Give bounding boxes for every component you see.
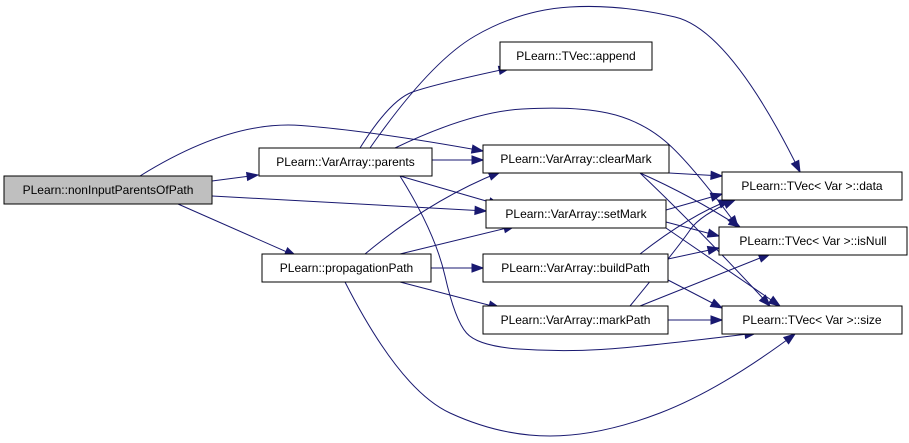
arrowhead-icon <box>758 294 771 308</box>
node-label: PLearn::VarArray::setMark <box>505 207 647 221</box>
node-box[interactable] <box>3 175 213 205</box>
edge-line <box>399 225 516 255</box>
edge-propagationPath-to-size <box>344 281 797 437</box>
edge-line <box>639 172 741 228</box>
node-label: PLearn::VarArray::clearMark <box>500 152 652 166</box>
edge-line <box>665 227 781 307</box>
arrowhead-icon <box>470 144 485 154</box>
arrowhead-icon <box>782 333 797 345</box>
node-box[interactable] <box>261 253 432 283</box>
node-label: PLearn::VarArray::buildPath <box>501 261 650 275</box>
arrowhead-icon <box>709 298 724 309</box>
edge-setMark-to-isNull <box>665 221 721 238</box>
arrowhead-icon <box>245 171 260 182</box>
edge-parents-to-clearMark <box>432 155 485 165</box>
arrowhead-icon <box>767 295 782 307</box>
node-data[interactable]: PLearn::TVec< Var >::data <box>721 171 903 201</box>
arrowhead-icon <box>471 155 485 165</box>
edge-propagationPath-to-setMark <box>399 224 517 255</box>
node-box[interactable] <box>499 41 653 71</box>
edge-clearMark-to-data <box>668 170 724 181</box>
arrowhead-icon <box>790 159 801 174</box>
node-buildPath[interactable]: PLearn::VarArray::buildPath <box>482 253 669 283</box>
edge-setMark-to-size <box>665 227 782 307</box>
edge-nonInputParentsOfPath-to-parents <box>211 171 260 182</box>
node-box[interactable] <box>482 305 669 335</box>
node-clearMark[interactable]: PLearn::VarArray::clearMark <box>482 144 670 174</box>
node-parents[interactable]: PLearn::VarArray::parents <box>258 147 433 177</box>
node-append[interactable]: PLearn::TVec::append <box>499 41 653 71</box>
edge-line <box>359 67 511 149</box>
node-label: PLearn::VarArray::parents <box>276 155 415 169</box>
edge-buildPath-to-size <box>667 279 724 309</box>
node-label: PLearn::nonInputParentsOfPath <box>23 183 194 197</box>
node-setMark[interactable]: PLearn::VarArray::setMark <box>485 199 667 229</box>
edge-nonInputParentsOfPath-to-clearMark <box>139 124 485 177</box>
arrowhead-icon <box>709 192 724 202</box>
edge-nonInputParentsOfPath-to-setMark <box>211 195 488 216</box>
node-box[interactable] <box>721 305 903 335</box>
node-box[interactable] <box>485 199 667 229</box>
node-label: PLearn::TVec::append <box>516 49 635 63</box>
edge-line <box>364 171 501 255</box>
arrowhead-icon <box>471 263 485 273</box>
edge-line <box>139 124 484 177</box>
edge-line <box>399 281 501 309</box>
arrowhead-icon <box>710 170 724 181</box>
edge-line <box>639 253 771 307</box>
edge-line <box>177 203 297 257</box>
node-box[interactable] <box>482 144 670 174</box>
edge-setMark-to-data <box>665 192 724 211</box>
node-label: PLearn::TVec< Var >::size <box>742 313 882 327</box>
arrowhead-icon <box>706 228 721 238</box>
edge-line <box>344 281 796 437</box>
node-size[interactable]: PLearn::TVec< Var >::size <box>721 305 903 335</box>
edge-parents-to-append <box>359 65 512 149</box>
node-box[interactable] <box>482 253 669 283</box>
edge-line <box>369 5 801 173</box>
node-label: PLearn::TVec< Var >::isNull <box>739 234 886 248</box>
edge-line <box>399 175 757 352</box>
arrowhead-icon <box>706 245 721 256</box>
edge-line <box>211 195 487 212</box>
arrowhead-icon <box>710 315 724 325</box>
edge-propagationPath-to-buildPath <box>431 263 485 273</box>
node-isNull[interactable]: PLearn::TVec< Var >::isNull <box>718 226 908 256</box>
arrowhead-icon <box>474 205 488 216</box>
node-label: PLearn::propagationPath <box>280 261 413 275</box>
node-propagationPath[interactable]: PLearn::propagationPath <box>261 253 432 283</box>
node-label: PLearn::TVec< Var >::data <box>741 179 883 193</box>
edge-markPath-to-size <box>668 315 724 325</box>
arrowhead-icon <box>722 199 737 209</box>
node-box[interactable] <box>258 147 433 177</box>
edges-layer <box>139 5 801 437</box>
edge-buildPath-to-isNull <box>667 245 721 260</box>
edge-nonInputParentsOfPath-to-propagationPath <box>177 203 298 257</box>
arrowhead-icon <box>727 216 742 228</box>
edge-line <box>399 175 501 206</box>
edge-clearMark-to-isNull <box>639 172 742 228</box>
node-label: PLearn::VarArray::markPath <box>501 313 651 327</box>
node-box[interactable] <box>721 171 903 201</box>
node-markPath[interactable]: PLearn::VarArray::markPath <box>482 305 669 335</box>
edge-line <box>394 107 739 228</box>
nodes-layer: PLearn::nonInputParentsOfPathPLearn::Var… <box>3 41 908 335</box>
node-box[interactable] <box>718 226 908 256</box>
edge-parents-to-data <box>369 5 801 174</box>
node-nonInputParentsOfPath[interactable]: PLearn::nonInputParentsOfPath <box>3 175 213 205</box>
